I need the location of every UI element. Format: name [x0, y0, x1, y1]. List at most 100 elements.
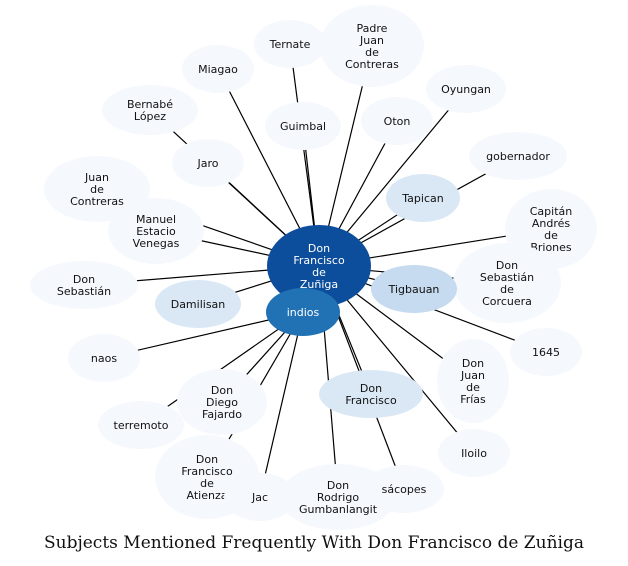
- node-manuel-label-line: Estacio: [136, 225, 176, 238]
- node-iloilo-label-line: Iloilo: [461, 447, 487, 460]
- node-capitan-label-line: de: [544, 229, 558, 242]
- node-don_francisco-bubble: [319, 370, 423, 418]
- node-sacopes-bubble: [364, 465, 444, 513]
- node-atienza-label-line: Don: [196, 453, 218, 466]
- node-sebastian_c-bubble: [453, 243, 561, 323]
- node-oton: Oton: [361, 97, 433, 145]
- node-damilisan: Damilisan: [155, 280, 241, 328]
- node-tigbauan: Tigbauan: [371, 265, 457, 313]
- node-atienza-label-line: Francisco: [181, 465, 233, 478]
- node-don_sebastian-bubble: [30, 261, 138, 309]
- node-iloilo-bubble: [438, 429, 510, 477]
- node-iloilo-label: Iloilo: [461, 447, 487, 460]
- node-naos-bubble: [68, 334, 140, 382]
- node-jaro-label: Jaro: [197, 157, 219, 170]
- node-pedro-label-line: de: [365, 46, 379, 59]
- node-naos: naos: [68, 334, 140, 382]
- node-guimbal-bubble: [265, 102, 341, 150]
- node-tapican-label: Tapican: [401, 192, 443, 205]
- node-juan_c-label-line: Juan: [84, 171, 109, 184]
- node-atienza-label-line: de: [200, 477, 214, 490]
- diagram-title: Subjects Mentioned Frequently With Don F…: [44, 533, 584, 553]
- node-juan_c-label-line: de: [90, 183, 104, 196]
- node-oyungan-label-line: Oyungan: [441, 83, 491, 96]
- node-n1645-label-line: 1645: [532, 346, 560, 359]
- node-juan_frias-label-line: Frías: [460, 393, 486, 406]
- node-juan_frias-label-line: Juan: [460, 369, 485, 382]
- node-guimbal-label: Guimbal: [280, 120, 326, 133]
- node-iloilo: Iloilo: [438, 429, 510, 477]
- node-don_francisco-label-line: Don: [360, 382, 382, 395]
- node-damilisan-bubble: [155, 280, 241, 328]
- edge-indios-jac: [259, 311, 304, 498]
- node-diego-label-line: Diego: [206, 396, 238, 409]
- node-miagao-bubble: [182, 45, 254, 93]
- node-sebastian_c-label-line: Don: [496, 259, 518, 272]
- node-manuel-bubble: [108, 198, 204, 264]
- node-don_sebastian-label-line: Sebastián: [57, 285, 111, 298]
- node-ternate: Ternate: [254, 20, 326, 68]
- node-jac-bubble: [224, 473, 296, 521]
- node-capitan-label-line: Capitán: [530, 205, 573, 218]
- node-bernabe-bubble: [102, 85, 198, 135]
- node-center-label-line: Zuñiga: [300, 278, 338, 291]
- node-sebastian_c-label-line: Sebastián: [480, 271, 534, 284]
- node-diego-bubble: [177, 369, 267, 435]
- node-capitan-label-line: Andrés: [532, 217, 571, 230]
- node-rodrigo-label-line: Rodrigo: [317, 491, 359, 504]
- node-oyungan-bubble: [426, 65, 506, 113]
- node-naos-label-line: naos: [91, 352, 117, 365]
- node-center-label-line: Don: [308, 242, 330, 255]
- node-miagao: Miagao: [182, 45, 254, 93]
- node-capitan-label-line: Briones: [530, 241, 572, 254]
- node-gobernador-label: gobernador: [486, 150, 550, 163]
- node-juan_c-label-line: Contreras: [70, 195, 124, 208]
- node-terremoto-label-line: terremoto: [114, 419, 169, 432]
- node-sacopes-label-line: sácopes: [382, 483, 427, 496]
- node-jaro: Jaro: [172, 139, 244, 187]
- node-manuel-label-line: Venegas: [133, 237, 180, 250]
- node-gobernador-label-line: gobernador: [486, 150, 550, 163]
- node-naos-label: naos: [91, 352, 117, 365]
- node-jaro-label-line: Jaro: [197, 157, 219, 170]
- node-ternate-bubble: [254, 20, 326, 68]
- node-sebastian_c-label-line: de: [500, 283, 514, 296]
- node-guimbal-label-line: Guimbal: [280, 120, 326, 133]
- node-gobernador: gobernador: [469, 132, 567, 180]
- node-pedro-label-line: Padre: [357, 22, 388, 35]
- node-center-label-line: de: [312, 266, 326, 279]
- node-terremoto: terremoto: [98, 401, 184, 449]
- node-rodrigo-label-line: Don: [327, 479, 349, 492]
- node-juan_frias-bubble: [437, 339, 509, 423]
- node-gobernador-bubble: [469, 132, 567, 180]
- node-don_sebastian-label-line: Don: [73, 273, 95, 286]
- node-indios-label-line: indios: [287, 306, 320, 319]
- node-juan_frias-label-line: Don: [462, 357, 484, 370]
- node-bernabe-label-line: López: [134, 110, 166, 123]
- node-sebastian_c-label-line: Corcuera: [482, 295, 532, 308]
- node-diego-label-line: Don: [211, 384, 233, 397]
- node-tigbauan-bubble: [371, 265, 457, 313]
- node-jac: Jac: [224, 473, 296, 521]
- node-oyungan-label: Oyungan: [441, 83, 491, 96]
- node-juan_c-bubble: [44, 156, 150, 222]
- node-pedro-label-line: Juan: [359, 34, 384, 47]
- node-tapican-label-line: Tapican: [401, 192, 443, 205]
